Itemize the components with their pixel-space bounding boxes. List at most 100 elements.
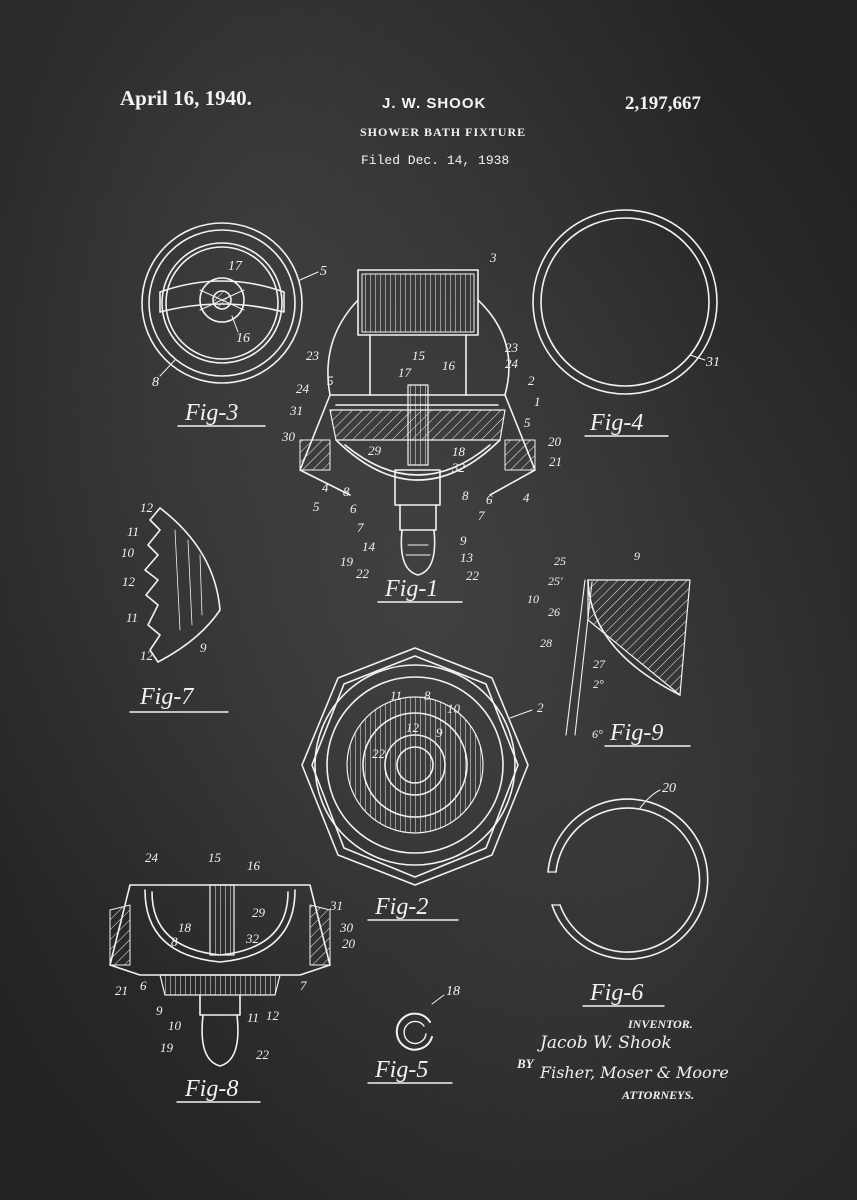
ref-label: 14 bbox=[362, 539, 376, 554]
ref-label: 9 bbox=[634, 549, 640, 563]
ref-label: 23 bbox=[505, 340, 519, 355]
ref-label: 31 bbox=[705, 355, 720, 370]
figure-2: 2 11 8 10 12 9 22 Fig-2 bbox=[301, 647, 544, 921]
filed-date: Filed Dec. 14, 1938 bbox=[361, 153, 510, 168]
patent-title: SHOWER BATH FIXTURE bbox=[360, 125, 527, 139]
ref-label: 5 bbox=[524, 415, 531, 430]
inventor-label: INVENTOR. bbox=[628, 1017, 693, 1031]
fig2-labels: 2 11 8 10 12 9 22 bbox=[372, 688, 544, 761]
ref-label: 15 bbox=[412, 348, 426, 363]
ref-label: 2° bbox=[593, 677, 604, 691]
ref-label: 2 bbox=[537, 700, 544, 715]
figure-6: 20 Fig-6 bbox=[547, 781, 709, 1007]
fig1-caption: Fig-1 bbox=[384, 576, 438, 602]
ref-label: 16 bbox=[247, 858, 261, 873]
ref-label: 6 bbox=[486, 492, 493, 507]
ref-label: 22 bbox=[256, 1047, 270, 1062]
ref-label: 8 bbox=[152, 375, 159, 390]
ref-label: 9 bbox=[156, 1003, 163, 1018]
ref-label: 22 bbox=[466, 568, 480, 583]
patent-number: 2,197,667 bbox=[625, 93, 701, 114]
fig8-labels: 24 15 16 18 29 31 30 8 32 20 21 6 7 9 10… bbox=[115, 850, 356, 1062]
ref-label: 19 bbox=[340, 554, 354, 569]
ref-label: 29 bbox=[368, 443, 382, 458]
ref-label: 22 bbox=[372, 746, 386, 761]
inventor-signature: Jacob W. Shook bbox=[540, 1033, 672, 1053]
fig1-labels: 3 5 23 24 31 30 15 17 16 23 24 2 1 5 20 … bbox=[281, 250, 562, 583]
ref-label: 11 bbox=[390, 688, 402, 703]
ref-label: 11 bbox=[126, 610, 138, 625]
ref-label: 17 bbox=[228, 259, 243, 274]
ref-label: 12 bbox=[406, 720, 420, 735]
ref-label: 6° bbox=[592, 727, 603, 741]
ref-label: 18 bbox=[452, 444, 466, 459]
inventor-heading: J. W. SHOOK bbox=[382, 95, 487, 112]
ref-label: 21 bbox=[549, 454, 562, 469]
figure-3: 17 5 16 8 Fig-3 bbox=[141, 222, 327, 427]
ref-label: 31 bbox=[289, 403, 303, 418]
ref-label: 5 bbox=[320, 264, 327, 279]
ref-label: 12 bbox=[140, 500, 154, 515]
ref-label: 4 bbox=[322, 480, 329, 495]
fig9-labels: 25 9 25' 10 26 28 27 2° 6° bbox=[527, 549, 640, 741]
ref-label: 24 bbox=[145, 850, 159, 865]
ref-label: 7 bbox=[478, 508, 485, 523]
attorneys-signature: Fisher, Moser & Moore bbox=[540, 1063, 729, 1082]
ref-label: 11 bbox=[127, 524, 139, 539]
ref-label: 3 bbox=[489, 250, 497, 265]
ref-label: 20 bbox=[342, 936, 356, 951]
fig8-caption: Fig-8 bbox=[184, 1076, 238, 1102]
ref-label: 11 bbox=[247, 1010, 259, 1025]
attorneys-label: ATTORNEYS. bbox=[622, 1088, 695, 1102]
fig4-caption: Fig-4 bbox=[589, 410, 643, 436]
ref-label: 10 bbox=[168, 1018, 182, 1033]
ref-label: 5 bbox=[313, 499, 320, 514]
by-label: BY bbox=[517, 1056, 534, 1071]
fig6-caption: Fig-6 bbox=[589, 980, 643, 1006]
fig3-labels: 17 5 16 8 bbox=[152, 259, 327, 390]
ref-label: 17 bbox=[398, 365, 412, 380]
ref-label: 4 bbox=[523, 490, 530, 505]
ref-label: 32 bbox=[451, 460, 466, 475]
ref-label: 25' bbox=[548, 574, 563, 588]
ref-label: 22 bbox=[356, 566, 370, 581]
ref-label: 12 bbox=[122, 574, 136, 589]
figure-8: 24 15 16 18 29 31 30 8 32 20 21 6 7 9 10… bbox=[109, 850, 356, 1103]
ref-label: 2 bbox=[528, 373, 535, 388]
ref-label: 10 bbox=[121, 545, 135, 560]
ref-label: 24 bbox=[505, 356, 519, 371]
fig5-caption: Fig-5 bbox=[374, 1057, 428, 1083]
figure-7: 12 11 10 12 11 12 9 Fig-7 bbox=[121, 500, 229, 713]
ref-label: 6 bbox=[350, 501, 357, 516]
ref-label: 30 bbox=[339, 920, 354, 935]
ref-label: 8 bbox=[343, 484, 350, 499]
ref-label: 9 bbox=[460, 533, 467, 548]
ref-label: 16 bbox=[442, 358, 456, 373]
ref-label: 23 bbox=[306, 348, 320, 363]
fig3-caption: Fig-3 bbox=[184, 400, 238, 426]
figure-5: 18 Fig-5 bbox=[367, 984, 460, 1084]
ref-label: 1 bbox=[534, 394, 541, 409]
ref-label: 20 bbox=[548, 434, 562, 449]
patent-date: April 16, 1940. bbox=[120, 86, 252, 110]
ref-label: 24 bbox=[296, 381, 310, 396]
ref-label: 12 bbox=[266, 1008, 280, 1023]
ref-label: 19 bbox=[160, 1040, 174, 1055]
figure-4: 31 Fig-4 bbox=[532, 209, 720, 437]
ref-label: 21 bbox=[115, 983, 128, 998]
fig7-caption: Fig-7 bbox=[139, 684, 194, 710]
ref-label: 26 bbox=[548, 605, 560, 619]
ref-label: 10 bbox=[447, 701, 461, 716]
ref-label: 13 bbox=[460, 550, 474, 565]
ref-label: 32 bbox=[245, 931, 260, 946]
ref-label: 7 bbox=[357, 520, 364, 535]
ref-label: 31 bbox=[329, 898, 343, 913]
ref-label: 8 bbox=[462, 488, 469, 503]
ref-label: 5 bbox=[327, 373, 334, 388]
ref-label: 9 bbox=[200, 640, 207, 655]
fig9-caption: Fig-9 bbox=[609, 720, 663, 746]
ref-label: 16 bbox=[236, 331, 250, 346]
fig2-caption: Fig-2 bbox=[374, 894, 428, 920]
